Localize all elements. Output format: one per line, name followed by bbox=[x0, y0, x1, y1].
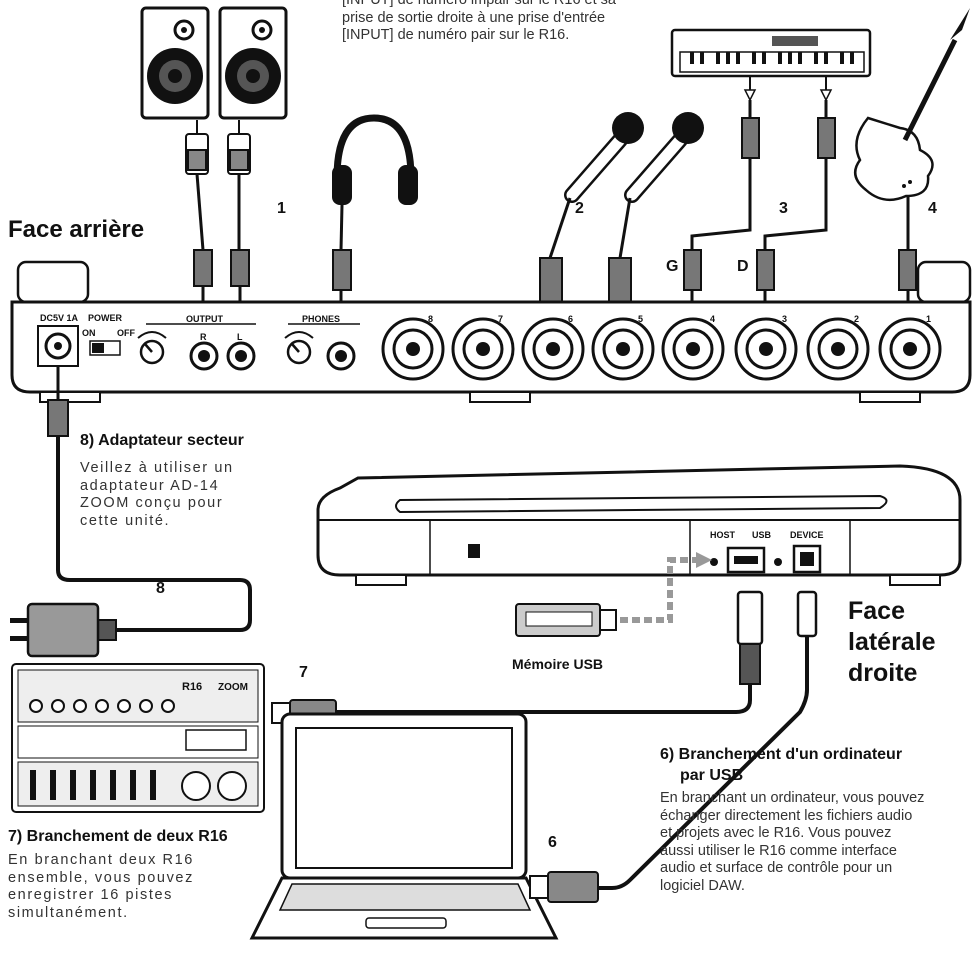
side-title-line: Face bbox=[848, 597, 905, 625]
label-8: 8 bbox=[156, 580, 165, 597]
power-adapter bbox=[10, 366, 252, 658]
section7-line: enregistrer 16 pistes bbox=[8, 887, 173, 903]
section7-line: ensemble, vous pouvez bbox=[8, 869, 194, 886]
side-title-line: latérale bbox=[848, 628, 936, 656]
output-label: OUTPUT bbox=[186, 314, 224, 324]
side-title: Face latérale droite bbox=[848, 596, 936, 689]
section8-line: ZOOM conçu pour bbox=[80, 495, 224, 511]
label-7: 7 bbox=[299, 664, 308, 681]
section8-title: 8) Adaptateur secteur bbox=[80, 432, 244, 449]
input-number-7: 7 bbox=[498, 314, 503, 324]
device-label: DEVICE bbox=[790, 530, 824, 540]
label-1: 1 bbox=[277, 200, 286, 217]
input-number-2: 2 bbox=[854, 314, 859, 324]
rca-cables bbox=[185, 120, 251, 312]
section7-body: En branchant deux R16 ensemble, vous pou… bbox=[8, 852, 248, 922]
speaker-right-icon bbox=[218, 6, 288, 120]
usb-memory-label: Mémoire USB bbox=[512, 656, 604, 672]
section8-line: cette unité. bbox=[80, 512, 171, 529]
section7-title: 7) Branchement de deux R16 bbox=[8, 828, 228, 845]
section7-line: simultanément. bbox=[8, 904, 129, 921]
section6-line: audio et surface de contrôle pour un bbox=[660, 860, 893, 876]
section6-line: aussi utiliser le R16 comme interface bbox=[660, 842, 897, 859]
top-note: [INPUT] de numéro impair sur le R16 et s… bbox=[342, 0, 616, 43]
speaker-left-icon bbox=[140, 6, 210, 120]
usb-port-label: USB bbox=[752, 530, 772, 540]
usb-memory-icon bbox=[515, 552, 712, 637]
off-label: OFF bbox=[117, 328, 135, 338]
side-panel: HOST USB DEVICE bbox=[316, 464, 962, 586]
label-right-d: D bbox=[737, 258, 749, 275]
section6-line: logiciel DAW. bbox=[660, 877, 745, 894]
dc-label: DC5V 1A bbox=[40, 313, 79, 323]
guitar-icon bbox=[853, 8, 970, 312]
input-number-6: 6 bbox=[568, 314, 573, 324]
input-number-8: 8 bbox=[428, 314, 433, 324]
section6-body: En branchant un ordinateur, vous pouvez … bbox=[660, 790, 978, 895]
section7-line: En branchant deux R16 bbox=[8, 852, 194, 868]
mini-brand-label: ZOOM bbox=[218, 682, 248, 693]
label-2: 2 bbox=[575, 200, 584, 217]
usb-cables bbox=[336, 590, 818, 890]
label-4: 4 bbox=[928, 200, 937, 217]
input-number-5: 5 bbox=[638, 314, 643, 324]
section6-line: échanger directement les fichiers audio bbox=[660, 807, 913, 824]
headphones-icon bbox=[332, 114, 418, 312]
mini-model-label: R16 bbox=[182, 681, 202, 693]
laptop-icon bbox=[249, 712, 559, 940]
microphone-right-icon bbox=[608, 112, 704, 311]
rear-title: Face arrière bbox=[8, 216, 145, 243]
l-label: L bbox=[237, 332, 243, 342]
keyboard-icon bbox=[670, 28, 872, 312]
input-number-3: 3 bbox=[782, 314, 787, 324]
section6-title-line: 6) Branchement d'un ordinateur bbox=[660, 746, 903, 763]
section6-title-line: par USB bbox=[680, 767, 744, 784]
power-label: POWER bbox=[88, 313, 123, 323]
label-6: 6 bbox=[548, 834, 557, 851]
r-label: R bbox=[200, 332, 207, 342]
section8-body: Veillez à utiliser un adaptateur AD-14 Z… bbox=[80, 460, 290, 530]
section6-title: 6) Branchement d'un ordinateur par USB bbox=[660, 744, 902, 786]
rear-panel: DC5V 1A POWER ON OFF OUTPUT R L PHONES bbox=[10, 260, 972, 403]
phones-label: PHONES bbox=[302, 314, 340, 324]
input-jacks bbox=[381, 317, 942, 381]
input-number-1: 1 bbox=[926, 314, 931, 324]
section6-line: et projets avec le R16. Vous pouvez bbox=[660, 825, 892, 841]
label-3: 3 bbox=[779, 200, 788, 217]
section8-line: adaptateur AD-14 bbox=[80, 477, 220, 494]
usb-plug-6 bbox=[529, 871, 599, 903]
microphone-left-icon bbox=[539, 112, 644, 311]
host-label: HOST bbox=[710, 530, 736, 540]
mini-r16-device: R16 ZOOM bbox=[11, 663, 265, 813]
section8-line: Veillez à utiliser un bbox=[80, 460, 234, 476]
label-left-g: G bbox=[666, 258, 679, 275]
side-title-line: droite bbox=[848, 659, 918, 687]
section6-line: En branchant un ordinateur, vous pouvez bbox=[660, 790, 925, 806]
input-number-4: 4 bbox=[710, 314, 715, 324]
on-label: ON bbox=[82, 328, 96, 338]
